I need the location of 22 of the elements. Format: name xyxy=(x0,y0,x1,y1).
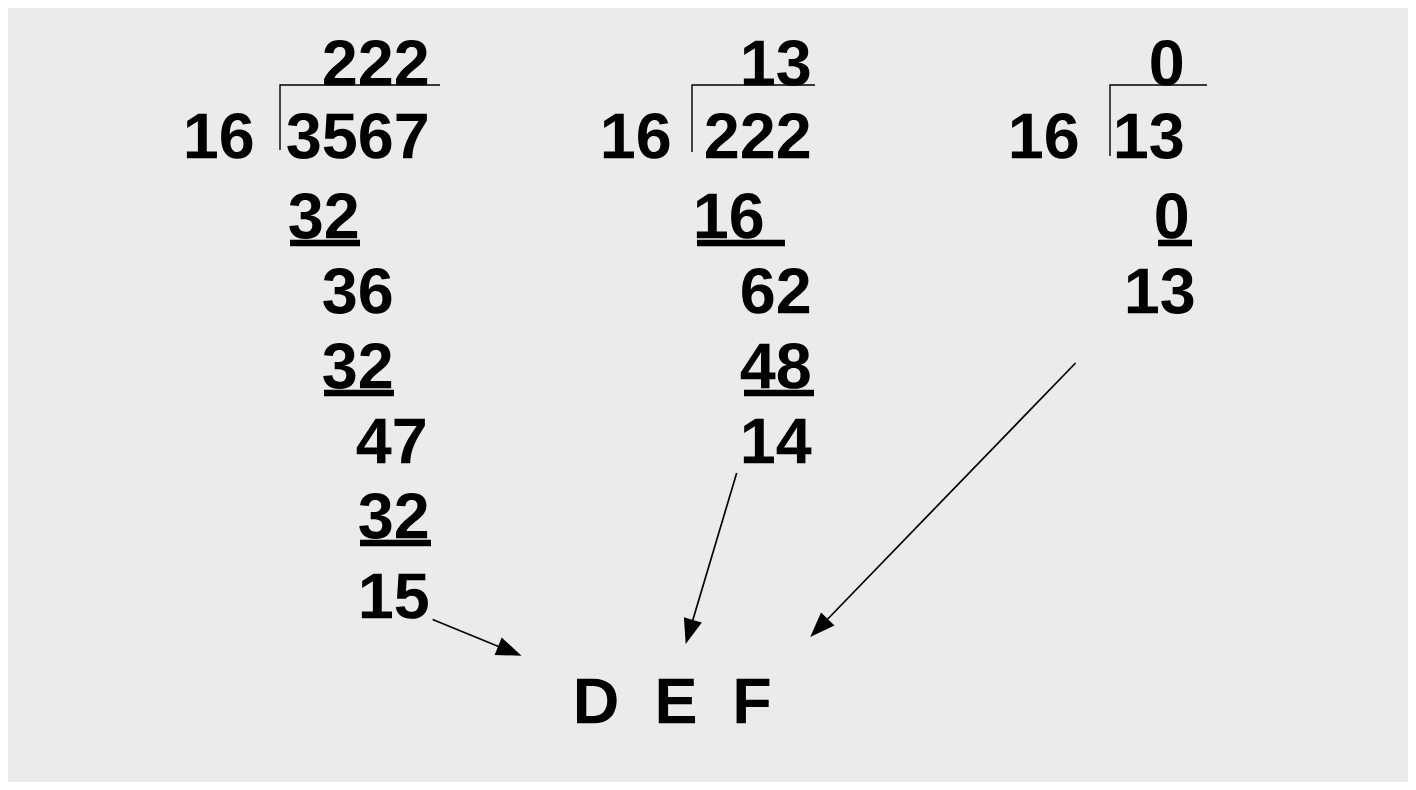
number: 13 xyxy=(743,40,810,86)
underlined-number: 32 xyxy=(359,493,431,547)
number: 3567 xyxy=(287,113,427,159)
number: 36 xyxy=(323,268,392,314)
digit-text: F xyxy=(736,678,770,724)
digit-text: D xyxy=(576,678,617,724)
number: 16 xyxy=(603,113,670,159)
underlined-number: 32 xyxy=(289,193,360,247)
digit-text: 15 xyxy=(361,573,428,619)
number: 222 xyxy=(324,40,428,86)
digit-text: E xyxy=(658,678,696,724)
number: 0 xyxy=(1151,40,1183,86)
digit-text: 13 xyxy=(1127,268,1194,314)
digit-text: 14 xyxy=(743,418,812,464)
underlined-number: 32 xyxy=(323,343,394,397)
number: 16 xyxy=(1011,113,1078,159)
number: 13 xyxy=(1116,113,1183,159)
underlined-number: 16 xyxy=(696,193,785,247)
number: 16 xyxy=(186,113,253,159)
number: 62 xyxy=(742,268,810,314)
number: 222 xyxy=(706,113,810,159)
number: 47 xyxy=(356,418,425,464)
